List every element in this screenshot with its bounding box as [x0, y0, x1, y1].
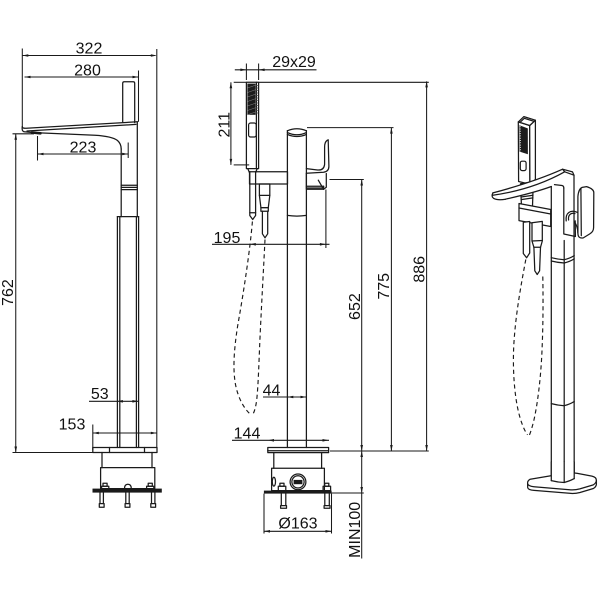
- svg-text:Ø163: Ø163: [278, 516, 317, 533]
- svg-text:144: 144: [234, 426, 261, 443]
- svg-text:153: 153: [59, 417, 86, 434]
- svg-text:44: 44: [263, 383, 281, 400]
- svg-text:322: 322: [76, 41, 103, 58]
- svg-text:280: 280: [74, 63, 101, 80]
- svg-text:652: 652: [347, 293, 364, 320]
- svg-text:775: 775: [376, 273, 393, 300]
- svg-text:762: 762: [0, 279, 17, 306]
- svg-text:195: 195: [214, 230, 241, 247]
- svg-text:211: 211: [216, 112, 233, 138]
- svg-text:29x29: 29x29: [272, 54, 316, 71]
- svg-text:MIN100: MIN100: [347, 502, 364, 558]
- svg-text:886: 886: [412, 256, 429, 283]
- svg-text:53: 53: [91, 386, 109, 403]
- svg-text:223: 223: [70, 139, 97, 156]
